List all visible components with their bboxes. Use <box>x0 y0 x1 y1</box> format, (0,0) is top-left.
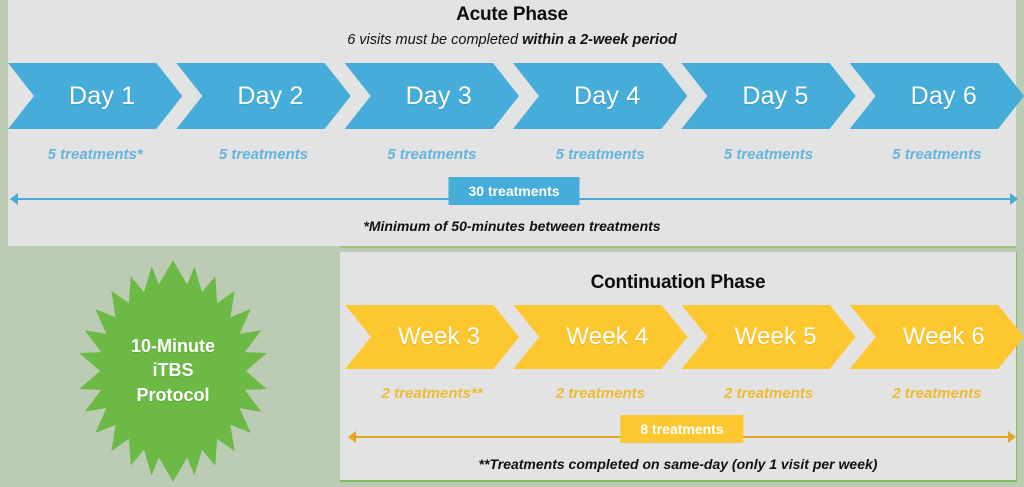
arrow-head-right-icon <box>1010 193 1018 205</box>
continuation-total-badge: 8 treatments <box>620 415 744 443</box>
cont-week-chevron[interactable]: Week 5 <box>682 305 856 369</box>
cont-week-treatment-count: 2 treatments** <box>381 385 483 402</box>
acute-day-chevron[interactable]: Day 6 <box>850 63 1024 129</box>
acute-day-chevron-label: Day 6 <box>910 81 977 110</box>
acute-day-chevron-label: Day 4 <box>574 81 641 110</box>
cont-week-chevron-label: Week 5 <box>734 323 817 350</box>
acute-day-chevron[interactable]: Day 3 <box>345 63 519 129</box>
protocol-badge-line1: 10-Minute <box>130 336 215 357</box>
acute-day-treatment-count: 5 treatments <box>218 146 309 163</box>
cont-week-chevron-label: Week 3 <box>398 323 481 350</box>
acute-day-chevron[interactable]: Day 1 <box>8 63 182 129</box>
acute-subtitle-plain: 6 visits must be completed <box>347 32 523 48</box>
continuation-phase-step-row: Week 3 Week 4 Week 5 Week 6 <box>345 305 1024 369</box>
protocol-badge-line3: Protocol <box>136 384 210 405</box>
cont-week-chevron[interactable]: Week 3 <box>345 305 519 369</box>
acute-subtitle-emphasis: within a 2-week period <box>522 32 677 48</box>
cont-week-chevron[interactable]: Week 6 <box>850 305 1024 369</box>
acute-day-treatment-count: 5 treatments <box>892 146 982 163</box>
arrow-head-left-icon <box>348 431 356 443</box>
acute-day-chevron[interactable]: Day 4 <box>513 63 687 129</box>
protocol-starburst-badge: 10-Minute iTBS Protocol <box>48 258 298 484</box>
acute-day-treatment-count: 5 treatments <box>387 146 477 163</box>
acute-phase-title: Acute Phase <box>456 4 568 25</box>
arrow-head-right-icon <box>1008 431 1016 443</box>
cont-week-chevron-label: Week 6 <box>902 323 985 350</box>
continuation-phase-sublabel-row: 2 treatments** 2 treatments 2 treatments 2 … <box>345 383 1024 405</box>
acute-day-chevron-label: Day 2 <box>237 81 304 110</box>
acute-phase-sublabel-row: 5 treatments* 5 treatments 5 treatments 5 t… <box>8 144 1024 166</box>
protocol-badge-line2: iTBS <box>152 360 194 381</box>
continuation-phase-total-arrow: 8 treatments <box>348 415 1016 450</box>
cont-week-treatment-count: 2 treatments <box>555 385 645 402</box>
acute-day-treatment-count: 5 treatments* <box>47 146 143 163</box>
acute-phase-panel: Acute Phase 6 visits must be completed w… <box>8 0 1016 248</box>
cont-week-chevron[interactable]: Week 4 <box>513 305 687 369</box>
acute-phase-footnote: *Minimum of 50-minutes between treatment… <box>363 218 661 234</box>
acute-day-chevron-label: Day 1 <box>69 81 136 110</box>
acute-day-chevron-label: Day 3 <box>405 81 472 110</box>
acute-day-treatment-count: 5 treatments <box>555 146 645 163</box>
cont-week-treatment-count: 2 treatments <box>724 385 814 402</box>
continuation-phase-title: Continuation Phase <box>590 272 766 293</box>
acute-day-chevron[interactable]: Day 2 <box>176 63 350 129</box>
continuation-phase-footnote: **Treatments completed on same-day (only… <box>478 456 878 472</box>
cont-week-chevron-label: Week 4 <box>566 323 649 350</box>
starburst-shape-icon <box>79 260 267 482</box>
acute-phase-subtitle: 6 visits must be completed within a 2-we… <box>8 32 1016 48</box>
acute-phase-total-arrow: 30 treatments <box>10 177 1018 212</box>
acute-day-chevron-label: Day 5 <box>742 81 809 110</box>
acute-day-chevron[interactable]: Day 5 <box>681 63 855 129</box>
acute-total-badge: 30 treatments <box>448 177 580 205</box>
arrow-head-left-icon <box>10 193 18 205</box>
acute-phase-step-row: Day 1 Day 2 Day 3 Day 4 Day 5 Day 6 <box>8 63 1024 129</box>
cont-week-treatment-count: 2 treatments <box>892 385 982 402</box>
protocol-badge-text: 10-Minute iTBS Protocol <box>48 258 298 484</box>
acute-day-treatment-count: 5 treatments <box>723 146 814 163</box>
